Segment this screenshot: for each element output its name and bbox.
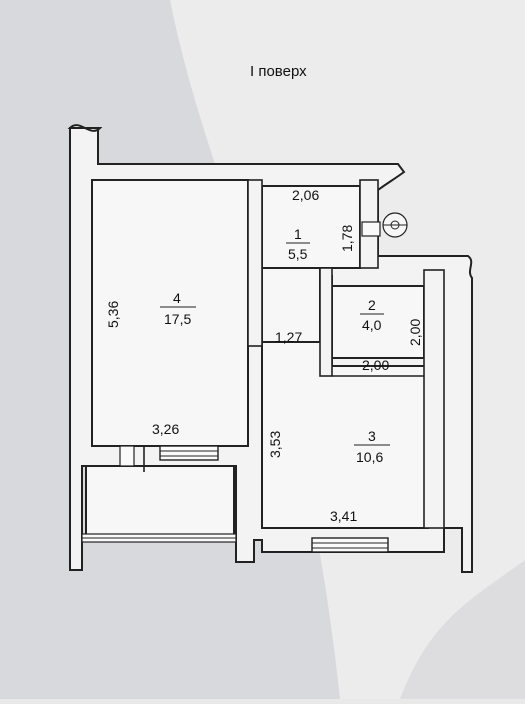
dim-right-200v: 2,00 (407, 319, 423, 346)
room-2-number: 2 (368, 297, 376, 313)
room-1-number: 1 (294, 226, 302, 242)
dim-top-206: 2,06 (292, 187, 319, 203)
page-title: I поверх (250, 63, 307, 80)
room-4-area: 17,5 (164, 311, 191, 327)
gas-stove-icon (382, 212, 408, 238)
dim-left-536: 5,36 (105, 301, 121, 328)
door-balcony (119, 445, 145, 472)
dim-side-178: 1,78 (339, 225, 355, 252)
window-balcony (81, 533, 237, 543)
entry-door (361, 221, 381, 237)
dim-bottom-200h: 2,00 (362, 357, 389, 373)
window-room4 (159, 445, 219, 461)
room-1 (261, 185, 361, 269)
dim-mid-127: 1,27 (275, 329, 302, 345)
room-1-area: 5,5 (288, 246, 308, 262)
dim-room3-353: 3,53 (267, 431, 283, 458)
dim-room4-326: 3,26 (152, 421, 179, 437)
room-4-number: 4 (173, 290, 181, 306)
partition-wall-2 (319, 267, 333, 377)
dim-bottom-341: 3,41 (330, 508, 357, 524)
shadow-bottom (400, 560, 525, 699)
room-1-lower (261, 267, 321, 343)
room-2-area: 4,0 (362, 317, 382, 333)
balcony (85, 465, 235, 537)
room-3-area: 10,6 (356, 449, 383, 465)
partition-wall (247, 179, 263, 347)
right-wall (423, 269, 445, 529)
window-room3 (311, 537, 389, 553)
room-3-number: 3 (368, 428, 376, 444)
